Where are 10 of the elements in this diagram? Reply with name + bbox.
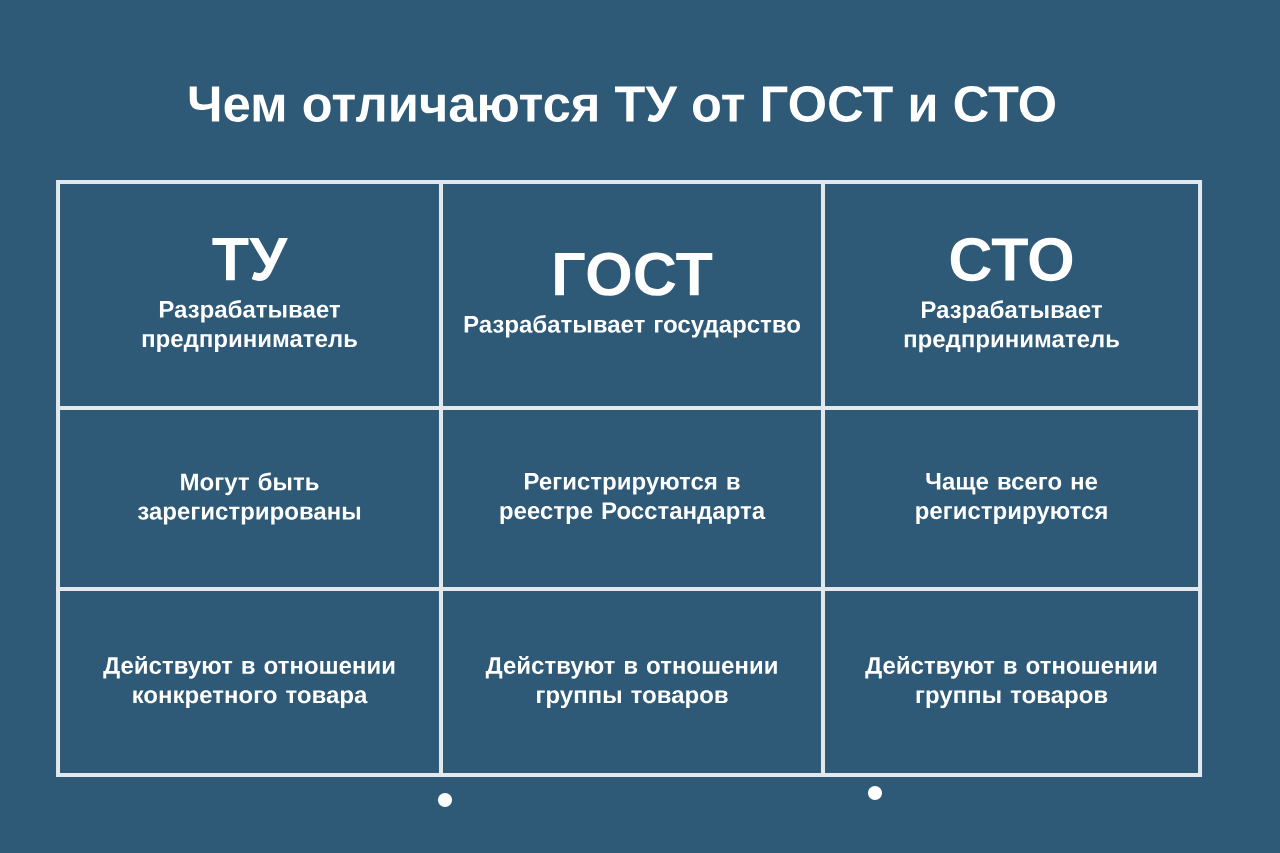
table-cell: СТО Разрабатывает предприниматель [821, 180, 1203, 410]
table-cell: ГОСТ Разрабатывает государство [439, 180, 825, 410]
table-cell: Действуют в отношении конкретного товара [56, 587, 443, 777]
table-cell: Регистрируются в реестре Росстандарта [439, 405, 825, 592]
table-cell: Действуют в отношении группы товаров [821, 587, 1203, 777]
title: Чем отличаются ТУ от ГОСТ и СТО [189, 86, 1055, 122]
table-cell: Действуют в отношении группы товаров [439, 587, 825, 777]
table-cell: Могут быть зарегистрированы [56, 405, 443, 592]
table-cell: Чаще всего не регистрируются [821, 405, 1203, 592]
table-cell: ТУ Разрабатывает предприниматель [56, 180, 443, 410]
